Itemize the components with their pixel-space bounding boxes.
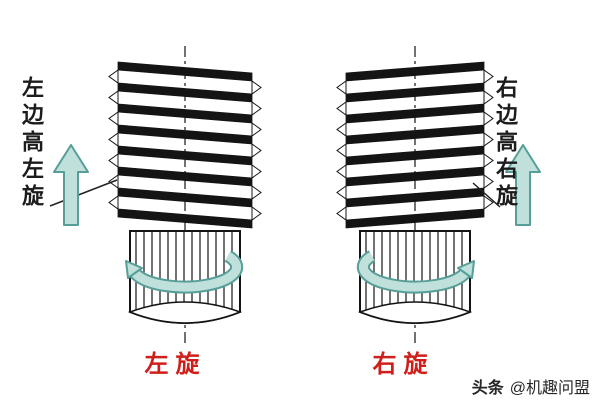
thread-crest-tooth — [108, 69, 119, 84]
thread-crest-tooth — [251, 206, 262, 221]
thread-crest-tooth — [251, 101, 262, 116]
watermark: 头条 @机趣问盟 — [472, 374, 590, 398]
leader-line-left — [49, 179, 118, 207]
up-arrow-left-icon — [53, 144, 89, 226]
thread-crest-tooth — [483, 195, 494, 210]
thread-crest-tooth — [336, 185, 347, 200]
thread-crest-tooth — [483, 111, 494, 126]
caption-left-rotation: 左旋 — [144, 351, 207, 378]
thread-crest-tooth — [108, 90, 119, 105]
thread-crest-tooth — [251, 185, 262, 200]
thread-crest-tooth — [483, 69, 494, 84]
thread-crest-tooth — [336, 206, 347, 221]
thread-crest-tooth — [251, 80, 262, 95]
rotation-arrow-left-icon — [125, 250, 244, 294]
watermark-handle: @机趣问盟 — [509, 380, 590, 397]
thread-ridge — [345, 208, 485, 229]
thread-crest-tooth — [336, 143, 347, 158]
thread-crest-tooth — [251, 143, 262, 158]
thread-crest-tooth — [251, 164, 262, 179]
thread-crest-tooth — [108, 195, 119, 210]
annotation-right-hand: 右边高右旋 — [493, 76, 518, 211]
thread-crest-tooth — [108, 153, 119, 168]
left-screw-threads — [108, 61, 262, 229]
thread-crest-tooth — [108, 111, 119, 126]
leader-line-right — [472, 182, 501, 208]
thread-crest-tooth — [483, 153, 494, 168]
thread-crest-tooth — [483, 132, 494, 147]
thread-crest-tooth — [483, 90, 494, 105]
right-screw-threads — [336, 61, 494, 229]
annotation-left-hand: 左边高左旋 — [19, 76, 44, 211]
thread-ridge — [117, 208, 253, 229]
thread-crest-tooth — [108, 132, 119, 147]
thread-crest-tooth — [336, 122, 347, 137]
thread-crest-tooth — [251, 122, 262, 137]
thread-crest-tooth — [336, 164, 347, 179]
thread-crest-tooth — [336, 101, 347, 116]
thread-crest-tooth — [483, 174, 494, 189]
up-arrow-right-icon — [505, 144, 541, 226]
left-body-bottom-face — [127, 301, 243, 324]
thread-crest-tooth — [336, 80, 347, 95]
right-body-bottom-face — [357, 301, 473, 324]
rotation-arrow-right-icon — [356, 250, 475, 294]
watermark-brand: 头条 — [471, 380, 504, 397]
caption-right-rotation: 右旋 — [372, 351, 435, 378]
